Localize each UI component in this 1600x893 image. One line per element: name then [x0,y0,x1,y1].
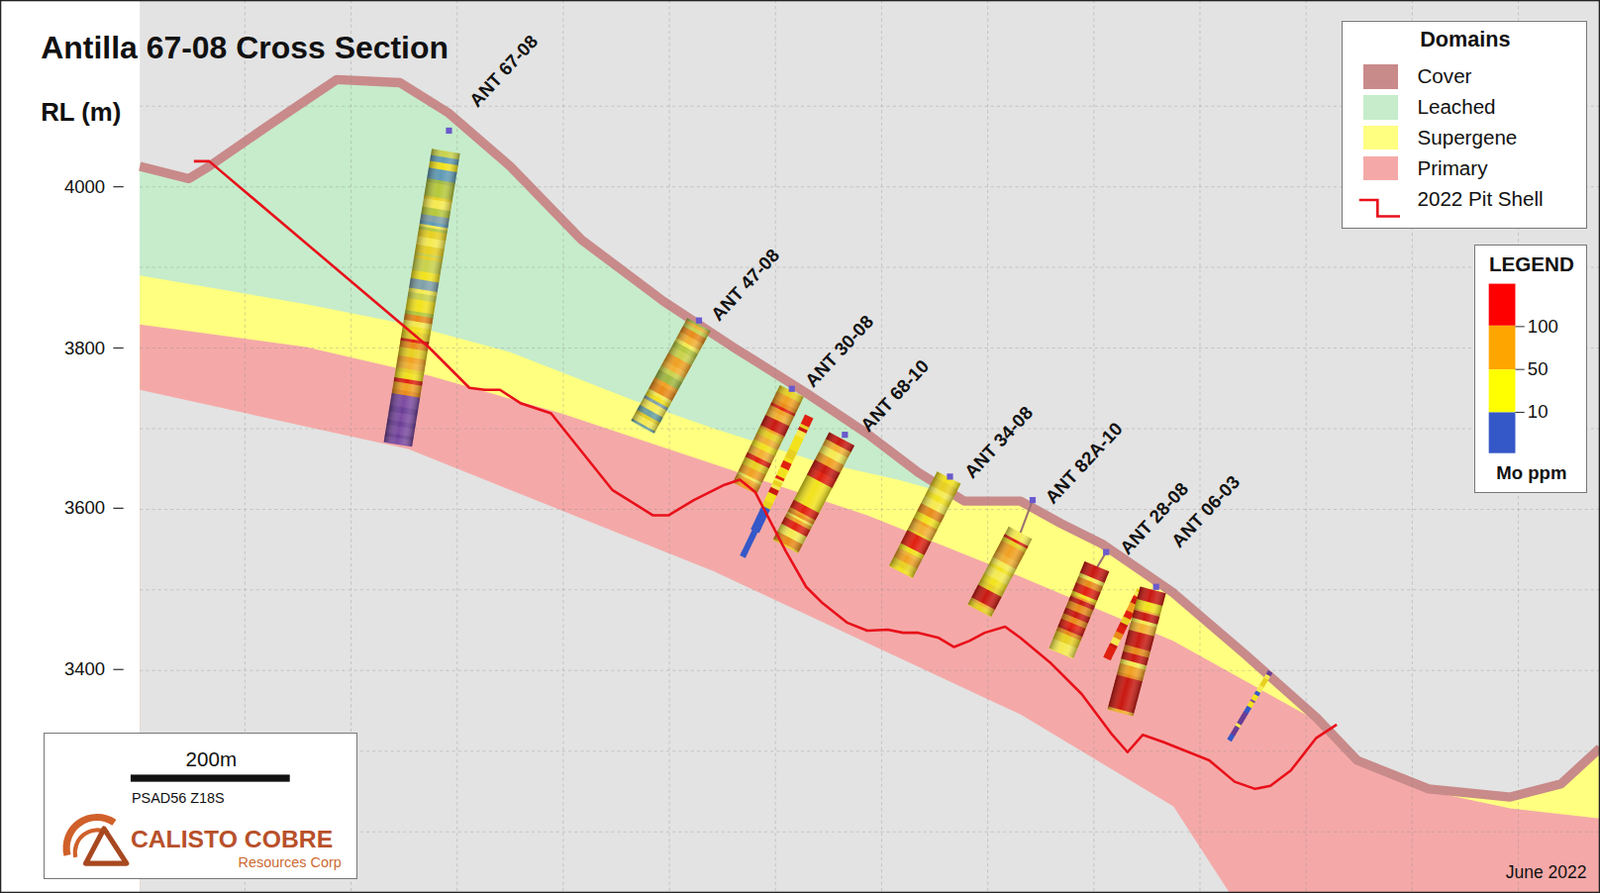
scale-logo-box: 200mPSAD56 Z18S CALISTO COBREResources Co… [43,732,357,879]
drill-hole [1107,586,1167,716]
box-text: CALISTO COBRE [130,826,333,854]
grid-line [1199,0,1200,893]
scale-box-ground [43,732,357,879]
legend-swatch [1363,64,1399,90]
grid-line [669,0,671,893]
legend-text: 2022 Pit Shell [1416,188,1543,211]
mo-legend-ground [1474,244,1587,493]
axis-ticks [112,187,123,671]
axis-value: 4000 [64,176,105,197]
scale-value: 10 [1527,401,1549,422]
legend-text: Primary [1416,157,1488,181]
hole-shading [1107,586,1167,716]
mo-scale-ticks [1514,326,1524,413]
scale-bar [130,774,291,782]
pit-shell [194,161,1337,790]
drill-hole [967,526,1032,617]
legend-swatch [1363,95,1399,120]
drill-hole [1048,561,1109,659]
mo-scale-red [1489,284,1516,326]
assay-interval [1226,733,1235,742]
box-text: 200m [186,748,238,772]
drill-hole [739,529,758,559]
legend-text: Cover [1416,65,1472,89]
grid-line [139,508,1600,510]
axis-title: RL (m) [40,98,121,126]
grid-line [562,0,564,893]
legend-swatch [1363,156,1399,182]
grid-line [139,831,1600,833]
grid-line [881,0,883,893]
drill-hole [889,471,962,579]
drill-hole [384,148,461,447]
scale-value: 50 [1527,359,1549,380]
box-text: Domains [1419,27,1510,52]
grid-line [139,267,1600,269]
grid-line [139,670,1600,672]
grid-line [456,0,458,893]
mo-scale-yellow [1489,369,1516,412]
title: Antilla 67-08 Cross Section [40,31,449,67]
scale-value: 100 [1527,316,1559,337]
assay-interval [739,552,747,558]
box-text: PSAD56 Z18S [131,791,225,807]
drill-hole [773,432,856,554]
drill-holes [384,148,1274,742]
collars [445,127,1159,591]
primary-domain [139,324,1600,893]
legend-swatch [1363,125,1399,151]
hole-shading [773,432,855,554]
plot-ground [139,0,1600,893]
hole-shading [384,148,461,447]
date-note: June 2022 [1505,864,1588,884]
grid-line [139,589,1600,591]
company-logo [66,817,127,865]
grid [139,0,1600,893]
grid-line [1305,0,1307,893]
hole-shading [732,385,804,495]
hole-shading [968,526,1033,617]
axis-value: 3600 [64,498,105,518]
box-text: Mo ppm [1496,463,1567,484]
hole-shading [631,317,711,433]
supergene-domain [139,275,1600,893]
mo-scale-orange [1489,325,1516,370]
pit-shell-swatch [1359,200,1400,216]
assay-interval [1102,655,1111,662]
box-text: Resources Corp [238,855,342,872]
drill-hole [732,385,804,495]
grid-line [139,750,1600,752]
drill-hole [630,317,710,434]
drill-hole [1226,670,1273,742]
legend-text: Leached [1416,96,1496,119]
axis-value: 3400 [64,659,105,680]
mo-scale-blue [1489,411,1516,453]
legend-ground [1341,20,1587,229]
domains-legend-box: DomainsCoverLeachedSupergenePrimary 2022 … [1341,20,1587,229]
box-text: LEGEND [1489,253,1575,277]
grid-line [139,347,1600,349]
axis-value: 3800 [64,337,105,358]
hole-shading [1048,561,1109,659]
collar-line [1020,500,1033,533]
mo-legend-box: LEGEND Mo ppm [1474,244,1587,493]
legend-text: Supergene [1416,126,1517,150]
hole-shading [889,471,961,578]
